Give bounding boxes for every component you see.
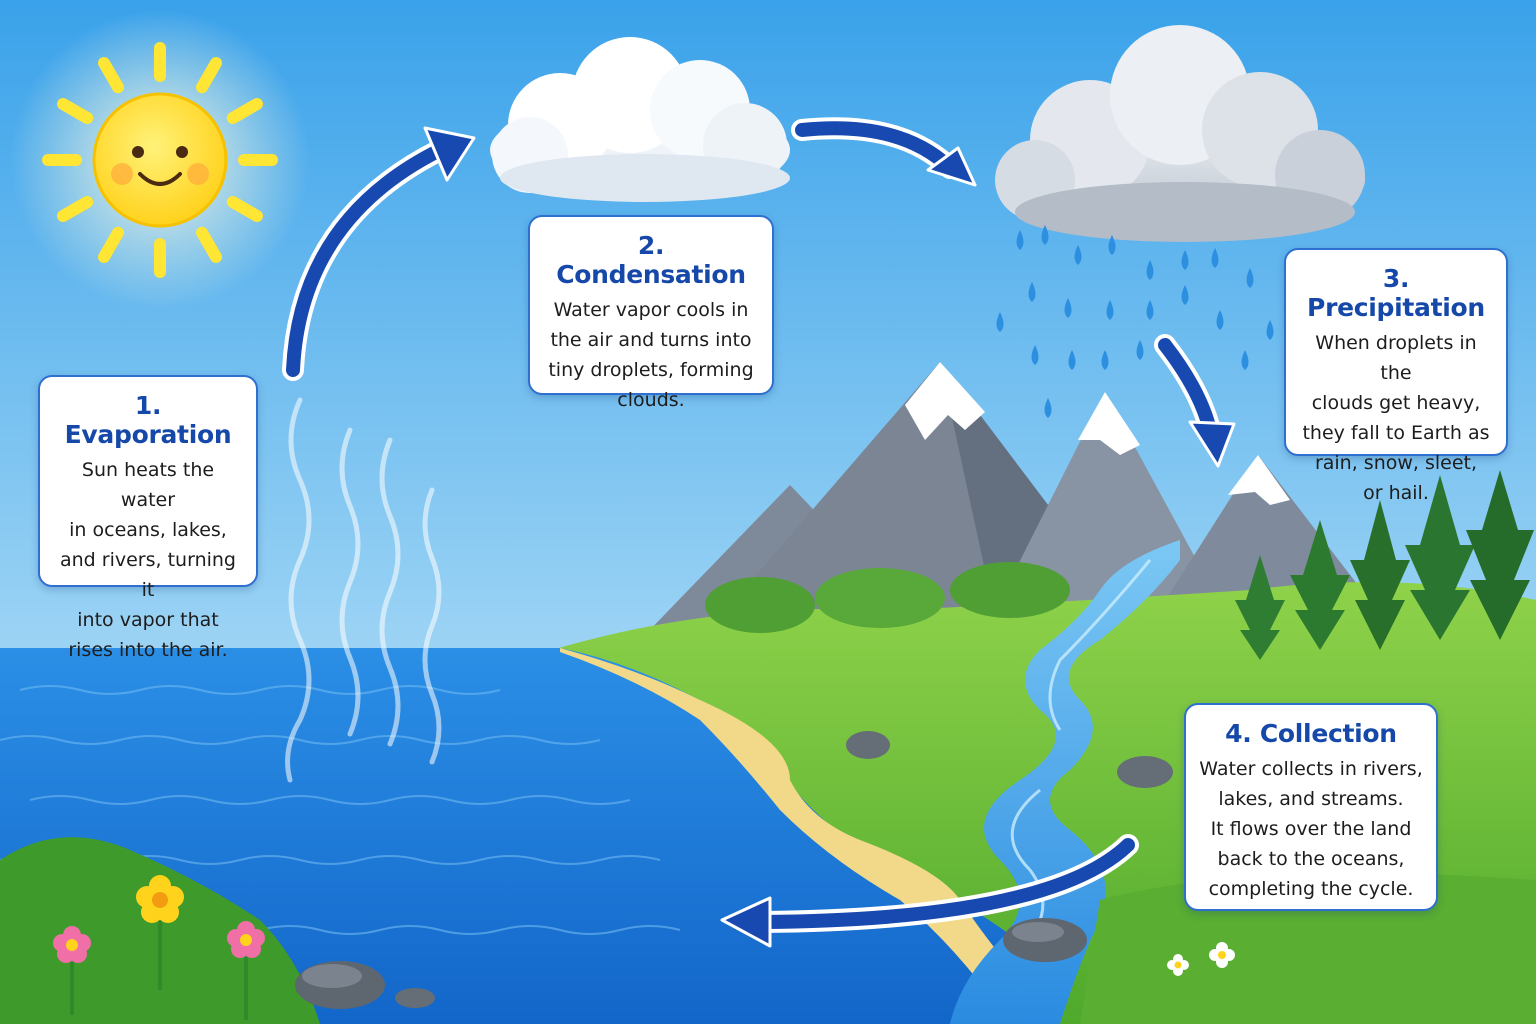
- stage-line: into vapor that: [77, 609, 219, 631]
- rock-icon: [846, 731, 890, 759]
- stage-line: When droplets in the: [1315, 332, 1477, 384]
- raindrop-icon: [1211, 248, 1219, 268]
- stage-title: 2. Condensation: [556, 231, 746, 289]
- flower-icon: [227, 921, 265, 1020]
- raindrop-icon: [1146, 300, 1154, 320]
- arrow-head-icon: [926, 146, 977, 187]
- raindrop-icon: [1044, 398, 1052, 418]
- raindrop-icon: [1181, 250, 1189, 270]
- rock-icon: [1117, 756, 1173, 788]
- raindrop-icon: [1028, 282, 1036, 302]
- arrow-head-icon: [720, 896, 772, 948]
- rain-cloud-icon: [995, 25, 1365, 242]
- rock-icon: [295, 961, 385, 1009]
- raindrop-icon: [1074, 245, 1082, 265]
- stage-line: lakes, and streams.: [1218, 788, 1404, 810]
- raindrop-icon: [1064, 298, 1072, 318]
- tree-icon: [1466, 470, 1534, 640]
- raindrop-icon: [1031, 345, 1039, 365]
- stage-line: tiny droplets, forming: [548, 359, 754, 381]
- stage-box-precipitation: 3. Precipitation When droplets in the cl…: [1284, 248, 1508, 504]
- raindrop-icon: [1241, 350, 1249, 370]
- stage-line: or hail.: [1363, 482, 1429, 504]
- stage-line: clouds.: [617, 389, 685, 411]
- raindrop-icon: [1136, 340, 1144, 360]
- arrow-head-icon: [1188, 420, 1236, 468]
- rock-icon: [1003, 918, 1087, 962]
- flower-icon: [53, 926, 91, 1015]
- beach: [560, 648, 1060, 1024]
- stage-box-evaporation: 1. Evaporation Sun heats the water in oc…: [38, 375, 258, 661]
- stage-line: the air and turns into: [550, 329, 752, 351]
- raindrops: [996, 225, 1274, 418]
- stage-line: Water collects in rivers,: [1199, 758, 1423, 780]
- raindrop-icon: [1108, 235, 1116, 255]
- raindrop-icon: [996, 312, 1004, 332]
- stage-line: Sun heats the water: [81, 459, 215, 511]
- cloud-icon: [490, 37, 790, 202]
- stage-title: 3. Precipitation: [1307, 264, 1485, 322]
- raindrop-icon: [1106, 300, 1114, 320]
- flower-icon: [1167, 954, 1189, 976]
- flower-icon: [136, 875, 184, 990]
- stage-line: and rivers, turning it: [60, 549, 236, 601]
- raindrop-icon: [1246, 268, 1254, 288]
- flower-icon: [1209, 942, 1235, 968]
- stage-line: completing the cycle.: [1208, 878, 1414, 900]
- stage-line: clouds get heavy,: [1311, 392, 1481, 414]
- stage-line: Water vapor cools in: [553, 299, 749, 321]
- raindrop-icon: [1101, 350, 1109, 370]
- sun-icon: [10, 10, 310, 310]
- arrow-head-icon: [423, 126, 476, 182]
- raindrop-icon: [1181, 285, 1189, 305]
- raindrop-icon: [1216, 310, 1224, 330]
- tree-icon: [1350, 500, 1410, 650]
- stage-title: 1. Evaporation: [64, 391, 232, 449]
- rock-icon: [395, 988, 435, 1008]
- stage-line: they fall to Earth as: [1302, 422, 1490, 444]
- stage-box-collection: 4. Collection Water collects in rivers, …: [1184, 703, 1438, 911]
- stage-line: in oceans, lakes,: [69, 519, 227, 541]
- tree-icon: [1290, 520, 1350, 650]
- stage-title: 4. Collection: [1225, 719, 1397, 748]
- raindrop-icon: [1146, 260, 1154, 280]
- stage-line: rain, snow, sleet,: [1314, 452, 1478, 474]
- stage-line: back to the oceans,: [1217, 848, 1405, 870]
- stage-line: rises into the air.: [68, 639, 228, 661]
- stage-box-condensation: 2. Condensation Water vapor cools in the…: [528, 215, 774, 411]
- stage-line: It flows over the land: [1210, 818, 1412, 840]
- raindrop-icon: [1068, 350, 1076, 370]
- raindrop-icon: [1016, 230, 1024, 250]
- raindrop-icon: [1266, 320, 1274, 340]
- tree-icon: [1405, 475, 1475, 640]
- trees: [705, 470, 1534, 660]
- tree-icon: [1235, 555, 1285, 660]
- vapor-lines: [285, 397, 442, 783]
- raindrop-icon: [1041, 225, 1049, 245]
